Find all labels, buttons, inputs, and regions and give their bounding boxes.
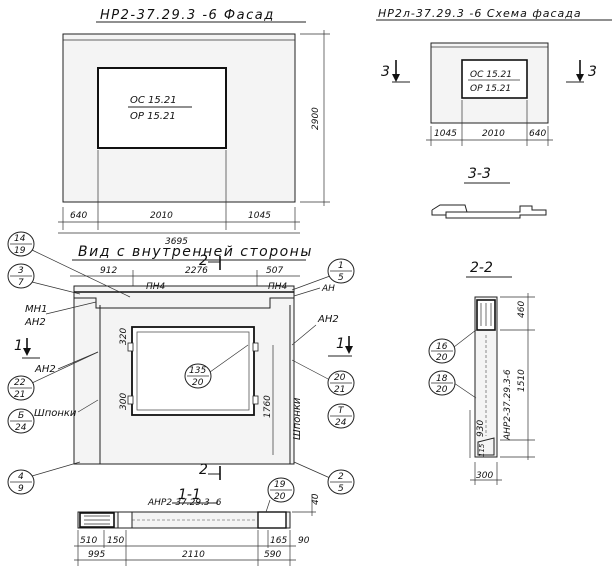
inner-title: Вид с внутренней стороны (78, 244, 313, 260)
callout-bottom: 20 (192, 378, 204, 388)
facade-view: НР2-37.29.3 -6 Фасад ОС 15.21 ОР 15.21 6… (58, 8, 330, 247)
callout-top: 19 (274, 480, 286, 490)
callout-bottom: 5 (338, 273, 344, 283)
inner-label-an2-left: АН2 (24, 317, 46, 328)
section22-side-label: АНР2-37.29.3-6 (503, 369, 513, 441)
inner-label-keys-right: Шпонки (292, 397, 303, 440)
scheme-section-mark-right: 3 (588, 64, 597, 80)
callout-top: Т (338, 406, 345, 416)
section11-dim-a: 510 (80, 536, 97, 546)
facade-dim-height: 2900 (311, 107, 321, 130)
inner-dim-opening-top: 320 (119, 328, 129, 345)
inner-label-keys-left: Шпонки (34, 408, 77, 419)
section11-dim-left: 995 (88, 550, 105, 560)
scheme-dim-left: 1045 (434, 129, 457, 139)
callout-bottom: 21 (14, 390, 25, 400)
inner-label-pn4-right: ПН4 (268, 282, 288, 292)
callout-top: 3 (18, 266, 24, 276)
inner-section-mark-bottom: 2 (199, 462, 208, 478)
callout-bottom: 5 (338, 484, 344, 494)
section22-dim-bottom: 115 (478, 443, 486, 457)
section11-dim-e: 40 (311, 493, 321, 505)
callout-bottom: 24 (15, 423, 27, 433)
callout-top: 4 (18, 472, 24, 482)
scheme-dim-mid: 2010 (482, 129, 505, 139)
inner-dim-opening-side: 300 (119, 393, 129, 410)
callout-top: 14 (14, 234, 26, 244)
scheme-opening-label-2: ОР 15.21 (470, 84, 511, 94)
scheme-section-mark-left: 3 (381, 64, 390, 80)
inner-section-mark-right: 1 (336, 336, 345, 352)
inner-label-pn4-left: ПН4 (146, 282, 166, 292)
facade-window-opening (97, 67, 227, 149)
callout-top: 18 (436, 374, 448, 384)
inner-dim-mid: 2276 (185, 266, 208, 276)
callout-top: Б (18, 411, 24, 421)
section11-dim-c: 165 (270, 536, 287, 546)
callout-bottom: 20 (436, 385, 448, 395)
callout-top: 22 (14, 378, 26, 388)
callout-bottom: 20 (274, 492, 286, 502)
inner-label-an2-mid: АН2 (34, 364, 56, 375)
inner-label-an-right: АН (321, 284, 335, 294)
callout-bottom: 9 (18, 484, 24, 494)
facade-dim-left: 640 (70, 211, 87, 221)
inner-section-mark-top: 2 (199, 253, 208, 269)
facade-dim-right: 1045 (248, 211, 271, 221)
inner-dim-left: 912 (100, 266, 117, 276)
section-2-2: 2-2 АНР2-37.29.3-6 460 1510 930 115 300 … (428, 260, 535, 485)
section11-dim-d: 90 (298, 536, 310, 546)
facade-opening-label-1: ОС 15.21 (130, 95, 177, 106)
scheme-dim-right: 640 (529, 129, 546, 139)
callout-bottom: 24 (335, 418, 347, 428)
facade-dim-total: 3695 (165, 237, 188, 247)
callout-top: 16 (436, 342, 448, 352)
callout-bottom: 20 (436, 353, 448, 363)
section22-dim-low: 930 (476, 420, 486, 437)
callout-top: 1 (338, 261, 344, 271)
scheme-view: НР2л-37.29.3 -6 Схема фасада ОС 15.21 ОР… (376, 7, 612, 146)
callout-bottom: 21 (334, 385, 345, 395)
facade-dim-mid: 2010 (150, 211, 173, 221)
section11-dim-right: 590 (264, 550, 281, 560)
scheme-window-opening (461, 59, 528, 99)
inner-dim-height: 1760 (263, 395, 273, 418)
inner-view: Вид с внутренней стороны 2 912 2276 507 … (7, 231, 355, 495)
section22-dim-top: 460 (517, 301, 527, 318)
section22-dim-mid: 1510 (517, 369, 527, 392)
section33-title: 3-3 (468, 166, 491, 182)
section22-dim-width: 300 (476, 471, 493, 481)
section-1-1: 1-1 АНР2-37.29.3 -6 19 20 510 150 165 90… (74, 477, 321, 566)
inner-label-mn1: МН1 (25, 304, 48, 315)
callout-top: 135 (189, 366, 206, 376)
scheme-opening-label-1: ОС 15.21 (470, 70, 512, 80)
section11-title: 1-1 (178, 487, 201, 503)
callout-top: 2 (338, 472, 344, 482)
section-3-3: 3-3 (431, 166, 547, 219)
facade-opening-label-2: ОР 15.21 (130, 111, 176, 122)
callout-bottom: 19 (14, 246, 26, 256)
callout-bottom: 7 (18, 278, 24, 288)
scheme-title: НР2л-37.29.3 -6 Схема фасада (378, 7, 582, 20)
facade-title: НР2-37.29.3 -6 Фасад (100, 8, 275, 23)
inner-dim-right: 507 (266, 266, 283, 276)
section11-dim-mid: 2110 (182, 550, 205, 560)
inner-section-mark-left: 1 (14, 338, 23, 354)
inner-label-an2-right: АН2 (317, 314, 339, 325)
callout-top: 20 (334, 373, 346, 383)
section11-dim-b: 150 (107, 536, 124, 546)
section22-title: 2-2 (470, 260, 493, 276)
section11-label: АНР2-37.29.3 -6 (147, 498, 222, 508)
